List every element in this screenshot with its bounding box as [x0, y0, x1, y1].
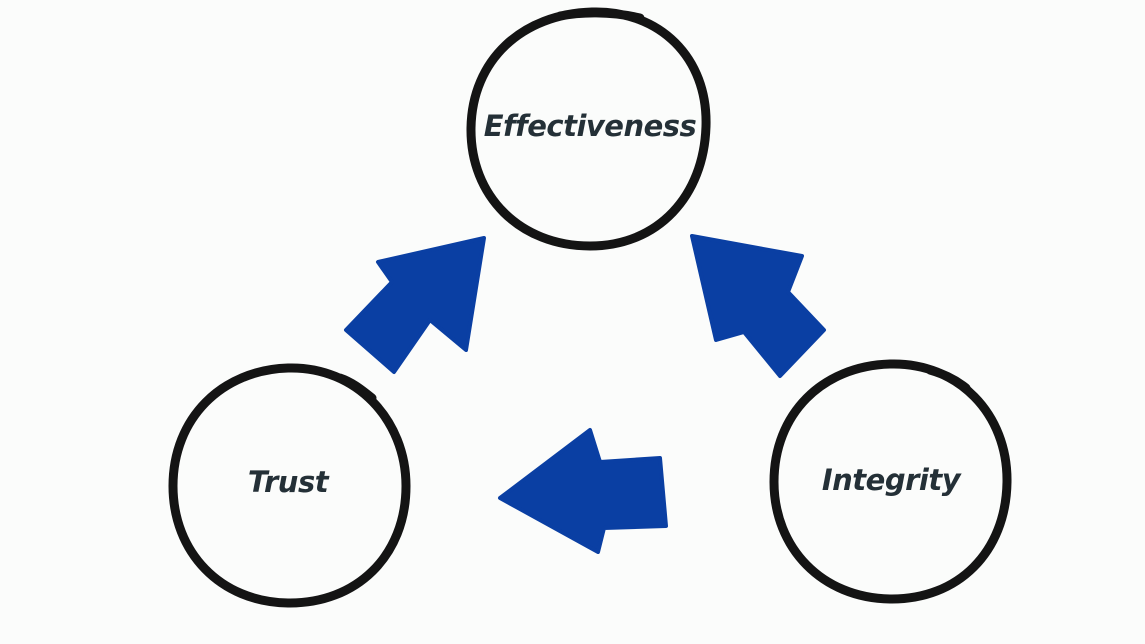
node-integrity: Integrity — [769, 359, 1012, 604]
node-trust: Trust — [168, 363, 411, 608]
node-effectiveness: Effectiveness — [466, 7, 711, 251]
node-trust-circle — [168, 363, 411, 608]
arrow-integrity-to-effectiveness — [690, 234, 826, 378]
node-effectiveness-circle — [466, 7, 711, 251]
node-trust-label: Trust — [248, 465, 330, 499]
arrow-trust-to-effectiveness — [344, 236, 486, 374]
node-integrity-label: Integrity — [822, 463, 962, 497]
arrow-integrity-to-trust — [498, 428, 668, 554]
node-integrity-circle — [769, 359, 1012, 604]
node-effectiveness-label: Effectiveness — [484, 109, 697, 143]
